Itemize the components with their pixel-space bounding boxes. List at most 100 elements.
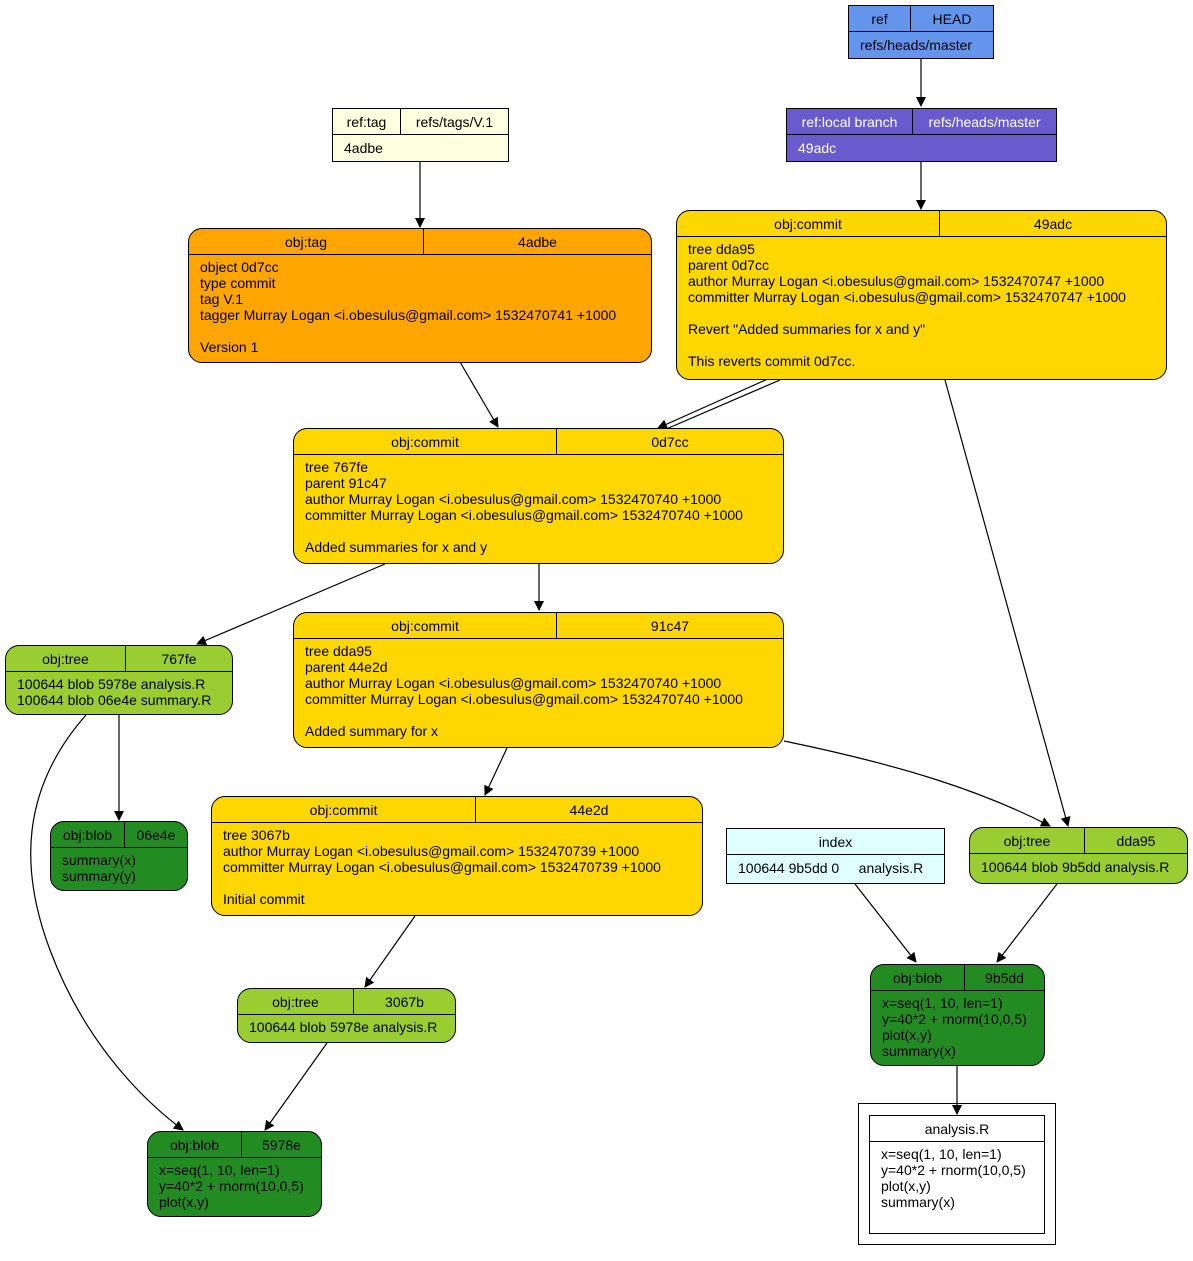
edge-49adc-dda95 [944,379,1071,827]
blob-9b5dd-hash: 9b5dd [964,965,1044,990]
edge-91c47-dda95 [783,740,1051,827]
head-ref-node[interactable]: ref HEAD refs/heads/master [848,5,994,59]
tree-dda95-hash: dda95 [1084,828,1187,853]
blob-06e4e-body: summary(x) summary(y) [51,848,187,890]
commit-91c47-node[interactable]: obj:commit 91c47 tree dda95 parent 44e2d… [293,612,784,748]
tag-object-body: object 0d7cc type commit tag V.1 tagger … [189,255,651,361]
commit-0d7cc-line: parent 91c47 [305,475,387,491]
tree-3067b-hash: 3067b [353,989,455,1014]
commit-91c47-line: tree dda95 [305,643,372,659]
commit-91c47-line: Added summary for x [305,723,439,739]
working-file-line: x=seq(1, 10, len=1) [881,1146,1002,1162]
edge-0d7cc-767fe [196,563,386,646]
tree-767fe-line: 100644 blob 06e4e summary.R [17,692,212,708]
tag-ref-line-0: 4adbe [344,140,383,156]
commit-0d7cc-node[interactable]: obj:commit 0d7cc tree 767fe parent 91c47… [293,428,784,564]
blob-5978e-hash: 5978e [241,1132,321,1157]
blob-06e4e-line: summary(x) [62,852,136,868]
tree-767fe-kind: obj:tree [42,650,89,667]
head-ref-line-0: refs/heads/master [860,37,973,53]
tree-767fe-hash: 767fe [125,646,232,671]
master-branch-name: refs/heads/master [912,109,1056,134]
commit-44e2d-line: committer Murray Logan <i.obesulus@gmail… [223,859,661,875]
edge-49adc-0d7cc-b [663,379,781,431]
tree-767fe-node[interactable]: obj:tree 767fe 100644 blob 5978e analysi… [5,645,233,715]
blob-5978e-line: plot(x,y) [159,1194,209,1210]
blob-9b5dd-line: plot(x,y) [882,1027,932,1043]
tag-object-line [200,323,640,339]
blob-06e4e-node[interactable]: obj:blob 06e4e summary(x) summary(y) [50,821,188,891]
edge-3067b-5978e [264,1042,328,1131]
working-file-line: plot(x,y) [881,1178,931,1194]
working-file-line: y=40*2 + rnorm(10,0,5) [881,1162,1026,1178]
tag-object-line: tagger Murray Logan <i.obesulus@gmail.co… [200,307,617,323]
commit-49adc-line: tree dda95 [688,241,755,257]
head-ref-name: HEAD [910,6,993,31]
tree-767fe-line: 100644 blob 5978e analysis.R [17,676,206,692]
tag-ref-name: refs/tags/V.1 [400,109,508,134]
commit-0d7cc-line: author Murray Logan <i.obesulus@gmail.co… [305,491,722,507]
tree-767fe-body: 100644 blob 5978e analysis.R 100644 blob… [6,672,232,714]
edge-49adc-0d7cc-a [657,377,771,429]
commit-49adc-node[interactable]: obj:commit 49adc tree dda95 parent 0d7cc… [676,210,1167,380]
working-file-body: x=seq(1, 10, len=1) y=40*2 + rnorm(10,0,… [870,1142,1044,1216]
index-node[interactable]: index 100644 9b5dd 0 analysis.R [726,828,945,884]
tree-3067b-line: 100644 blob 5978e analysis.R [249,1019,438,1035]
working-file-frame [858,1103,1056,1245]
blob-5978e-line: x=seq(1, 10, len=1) [159,1162,280,1178]
commit-49adc-body: tree dda95 parent 0d7cc author Murray Lo… [677,237,1166,375]
tag-object-line: tag V.1 [200,291,244,307]
commit-44e2d-line: tree 3067b [223,827,290,843]
commit-0d7cc-kind: obj:commit [391,433,459,450]
blob-06e4e-hash: 06e4e [124,822,187,847]
tree-dda95-line: 100644 blob 9b5dd analysis.R [981,859,1170,875]
commit-0d7cc-body: tree 767fe parent 91c47 author Murray Lo… [294,455,783,561]
tree-dda95-node[interactable]: obj:tree dda95 100644 blob 9b5dd analysi… [969,827,1188,884]
blob-06e4e-line: summary(y) [62,868,136,884]
working-file-line: summary(x) [881,1194,955,1210]
head-ref-kind: ref [871,10,888,27]
commit-91c47-line [305,707,772,723]
tree-3067b-node[interactable]: obj:tree 3067b 100644 blob 5978e analysi… [237,988,456,1043]
commit-44e2d-line [223,875,691,891]
commit-91c47-hash: 91c47 [556,613,783,638]
commit-49adc-hash: 49adc [939,211,1166,236]
edge-44e2d-3067b [364,915,416,988]
commit-49adc-line [688,337,1155,353]
index-title: index [818,833,853,850]
blob-5978e-kind: obj:blob [169,1136,220,1153]
blob-9b5dd-line: y=40*2 + rnorm(10,0,5) [882,1011,1027,1027]
blob-9b5dd-line: summary(x) [882,1043,956,1059]
master-branch-kind: ref:local branch [801,113,898,130]
blob-9b5dd-node[interactable]: obj:blob 9b5dd x=seq(1, 10, len=1) y=40*… [870,964,1045,1066]
commit-91c47-body: tree dda95 parent 44e2d author Murray Lo… [294,639,783,745]
edge-dda95-9b5dd [996,883,1058,963]
tag-object-line: Version 1 [200,339,259,355]
commit-44e2d-line: author Murray Logan <i.obesulus@gmail.co… [223,843,640,859]
commit-44e2d-node[interactable]: obj:commit 44e2d tree 3067b author Murra… [211,796,703,916]
commit-49adc-line [688,305,1155,321]
commit-0d7cc-line [305,523,772,539]
commit-44e2d-hash: 44e2d [475,797,702,822]
master-branch-node[interactable]: ref:local branch refs/heads/master 49adc [786,108,1057,162]
commit-49adc-line: committer Murray Logan <i.obesulus@gmail… [688,289,1126,305]
tree-dda95-kind: obj:tree [1003,832,1051,849]
edge-index-9b5dd [854,883,917,963]
tag-object-kind: obj:tag [284,233,328,250]
commit-49adc-line: parent 0d7cc [688,257,769,273]
tag-object-line: type commit [200,275,276,291]
blob-5978e-body: x=seq(1, 10, len=1) y=40*2 + rnorm(10,0,… [148,1158,321,1216]
blob-5978e-node[interactable]: obj:blob 5978e x=seq(1, 10, len=1) y=40*… [147,1131,322,1217]
tag-ref-node[interactable]: ref:tag refs/tags/V.1 4adbe [332,108,509,162]
working-file-node[interactable]: analysis.R x=seq(1, 10, len=1) y=40*2 + … [869,1115,1045,1234]
commit-49adc-line: This reverts commit 0d7cc. [688,353,856,369]
tag-ref-kind: ref:tag [346,113,387,130]
commit-0d7cc-hash: 0d7cc [556,429,783,454]
tree-3067b-kind: obj:tree [272,993,319,1010]
edge-767fe-5978e [30,714,184,1131]
commit-91c47-line: author Murray Logan <i.obesulus@gmail.co… [305,675,722,691]
commit-49adc-line: Revert "Added summaries for x and y" [688,321,926,337]
commit-0d7cc-line: Added summaries for x and y [305,539,488,555]
tag-object-node[interactable]: obj:tag 4adbe object 0d7cc type commit t… [188,228,652,363]
